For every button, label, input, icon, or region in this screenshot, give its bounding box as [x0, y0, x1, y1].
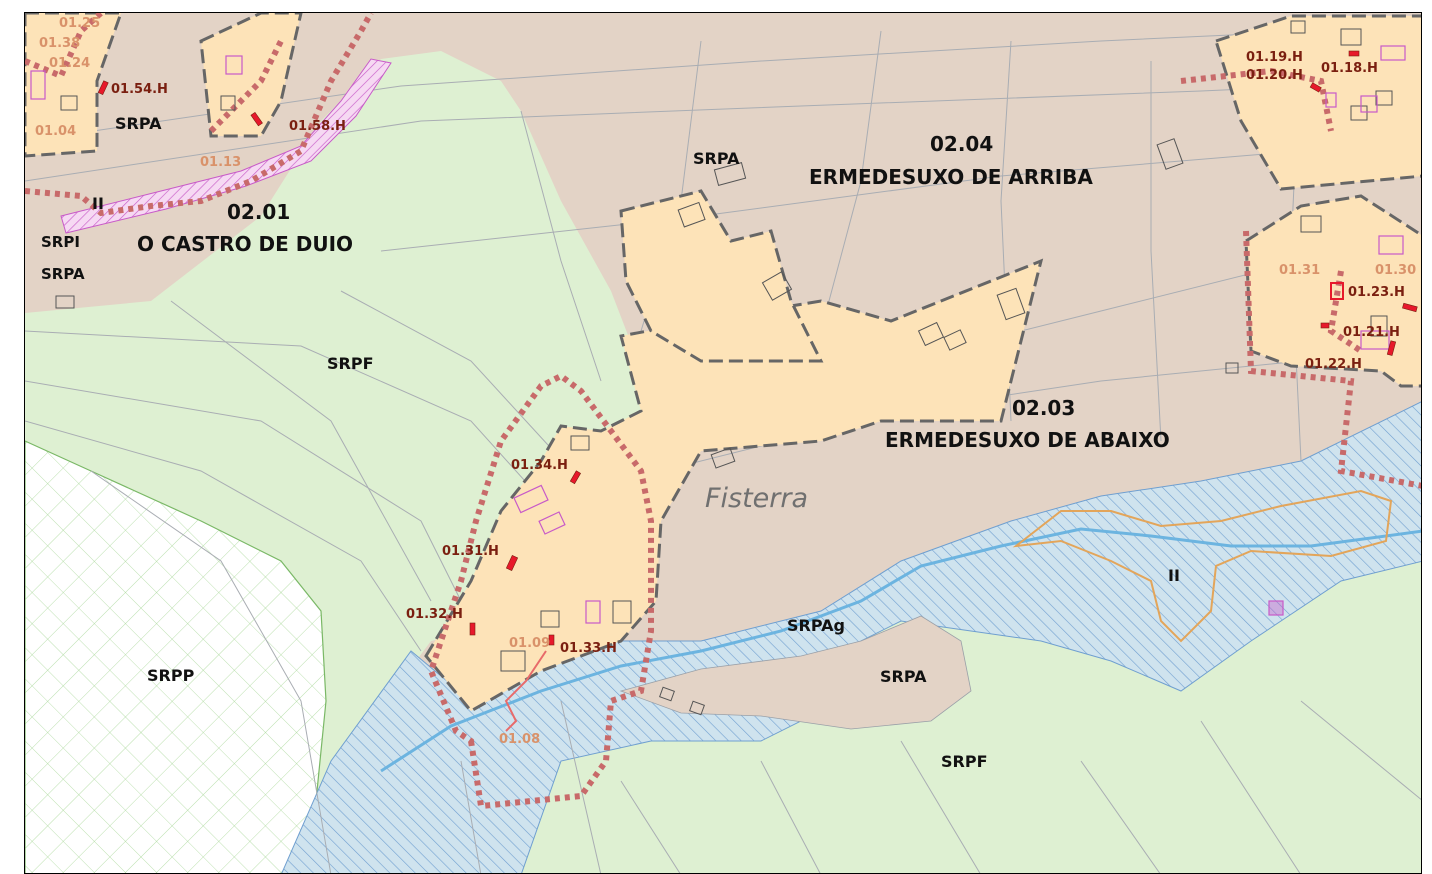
element-label-0130[interactable]: 01.30 [1375, 263, 1417, 278]
nucleus-abaixo [424, 258, 1044, 713]
heritage-label-0154[interactable]: 01.54.H [111, 82, 168, 97]
nucleus-e [1244, 194, 1421, 388]
srpa-river-island [619, 615, 972, 730]
zone-label-ii-river: II [1168, 566, 1180, 585]
ii-outline [1012, 489, 1393, 643]
nucleus-castro-2 [199, 13, 303, 138]
map-canvas[interactable] [25, 13, 1422, 874]
road-hatch [60, 58, 392, 234]
heritage-label-0118[interactable]: 01.18.H [1321, 61, 1378, 76]
heritage-label-0131[interactable]: 01.31.H [442, 544, 499, 559]
nucleus-castro [25, 13, 123, 158]
nucleus-code-castro: 02.01 [227, 200, 291, 224]
zone-label-srpa-top: SRPA [693, 149, 740, 168]
heritage-label-0158[interactable]: 01.58.H [289, 119, 346, 134]
special-buildings [30, 45, 1406, 624]
element-label-0109[interactable]: 01.09 [509, 636, 551, 651]
element-label-0125[interactable]: 01.25 [59, 16, 101, 31]
heritage-label-0123[interactable]: 01.23.H [1348, 285, 1405, 300]
heritage-label-0119[interactable]: 01.19.H [1246, 50, 1303, 65]
element-label-0138[interactable]: 01.38 [39, 36, 81, 51]
zone-label-srpp: SRPP [147, 666, 195, 685]
zone-label-srpf-south: SRPF [941, 752, 988, 771]
element-label-0108[interactable]: 01.08 [499, 732, 541, 747]
element-label-0113[interactable]: 01.13 [200, 155, 242, 170]
zone-label-srpa-west: SRPA [41, 265, 85, 283]
zone-label-ii-top: II [92, 194, 104, 213]
element-label-0104[interactable]: 01.04 [35, 124, 77, 139]
building-footprints [55, 20, 1393, 716]
element-label-0131[interactable]: 01.31 [1279, 263, 1321, 278]
heritage-label-0134[interactable]: 01.34.H [511, 458, 568, 473]
nucleus-name-arriba: ERMEDESUXO DE ARRIBA [809, 165, 1093, 189]
nucleus-arriba-west [619, 189, 824, 363]
heritage-markers [97, 50, 1418, 646]
nucleus-code-abaixo: 02.03 [1012, 396, 1076, 420]
nucleus-code-arriba: 02.04 [930, 132, 994, 156]
place-name-fisterra: Fisterra [705, 483, 809, 514]
heritage-label-0121[interactable]: 01.21.H [1343, 325, 1400, 340]
nucleus-dotted-boundaries [25, 13, 1421, 810]
element-label-0124[interactable]: 01.24 [49, 56, 91, 71]
nucleus-name-castro: O CASTRO DE DUIO [137, 232, 354, 256]
element-0108-outline [504, 650, 547, 732]
heritage-label-0133[interactable]: 01.33.H [560, 641, 617, 656]
heritage-label-0122[interactable]: 01.22.H [1305, 357, 1362, 372]
zone-label-srpag: SRPAg [787, 616, 845, 635]
srpp-area [25, 440, 327, 873]
zone-label-srpi: SRPI [41, 233, 80, 251]
map-frame[interactable]: SRPA SRPA SRPA SRPI SRPA SRPF SRPF SRPP … [24, 12, 1422, 874]
zone-label-srpf: SRPF [327, 354, 374, 373]
heritage-label-0132[interactable]: 01.32.H [406, 607, 463, 622]
zone-label-srpa-south: SRPA [880, 667, 927, 686]
river [380, 527, 1421, 773]
nucleus-ne [1214, 14, 1421, 191]
nucleus-name-abaixo: ERMEDESUXO DE ABAIXO [885, 428, 1170, 452]
zone-label-srpa-nw: SRPA [115, 114, 162, 133]
heritage-label-0120[interactable]: 01.20.H [1246, 68, 1303, 83]
